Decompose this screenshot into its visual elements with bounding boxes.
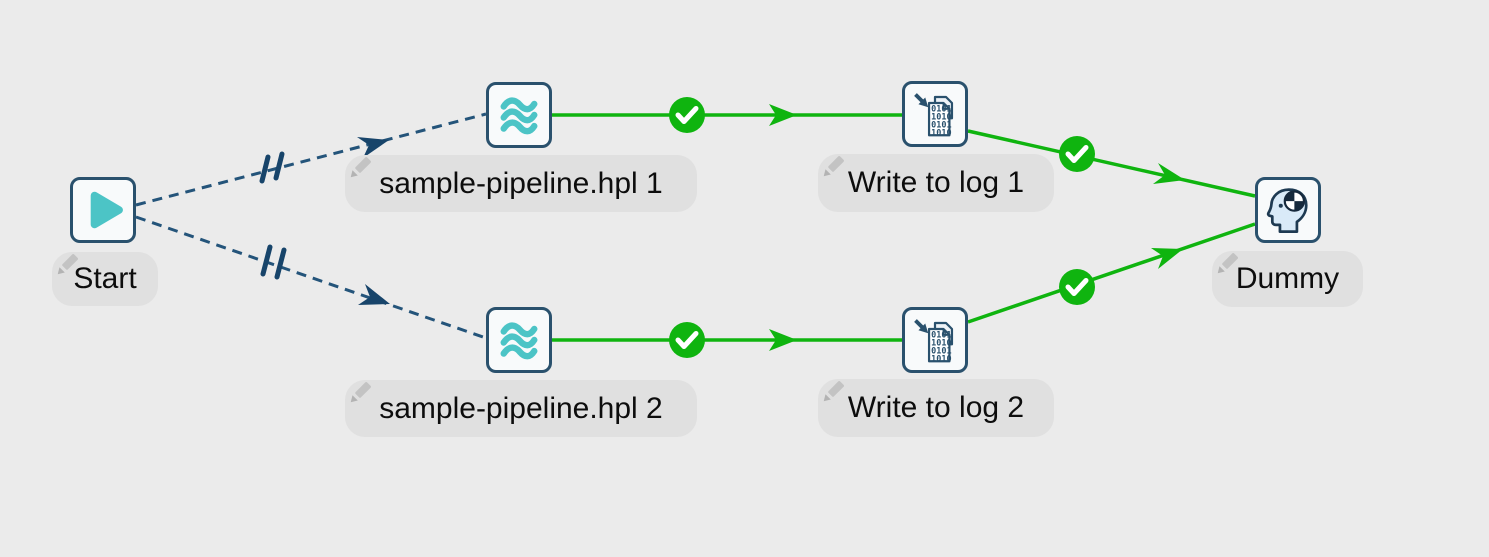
edit-pencil-icon [823,381,844,402]
hop-pipeline-1-to-write-1[interactable] [552,97,902,133]
action-node-pipeline-2[interactable] [486,307,552,373]
svg-text:0101: 0101 [931,120,951,130]
success-checkmark-icon[interactable] [669,97,705,133]
success-checkmark-icon[interactable] [1059,269,1095,305]
edit-pencil-icon [350,157,371,178]
edit-pencil-icon [823,156,844,177]
svg-text:0101: 0101 [931,103,951,113]
parallel-execution-marker [259,151,285,184]
binary-document-icon: 0101 1010 0101 1010 [914,319,954,364]
hop-dashed-line[interactable] [135,112,487,207]
action-node-start[interactable] [70,177,136,243]
hop-write-1-to-dummy[interactable] [967,129,1256,198]
waves-pipeline-icon [500,97,538,135]
arrowhead-icon [357,137,389,158]
action-node-write-to-log-2[interactable]: 0101 1010 0101 1010 [902,307,968,373]
node-label-pipeline-2[interactable]: sample-pipeline.hpl 2 [345,380,697,437]
edit-pencil-icon [57,254,78,275]
svg-text:1010: 1010 [931,354,951,364]
hop-dashed-line[interactable] [135,215,487,340]
node-label-text: Write to log 2 [847,391,1025,424]
svg-text:1010: 1010 [931,112,951,122]
edit-pencil-icon [350,382,371,403]
success-checkmark-icon[interactable] [1059,136,1095,172]
action-node-pipeline-1[interactable] [486,82,552,148]
svg-text:1010: 1010 [931,338,951,348]
action-node-write-to-log-1[interactable]: 0101 1010 0101 1010 [902,81,968,147]
node-label-write-to-log-1[interactable]: Write to log 1 [818,154,1054,212]
head-target-icon [1266,188,1308,233]
node-label-write-to-log-2[interactable]: Write to log 2 [818,379,1054,437]
waves-pipeline-icon [500,322,538,360]
hop-start-to-pipeline-1[interactable] [135,112,487,207]
binary-document-icon: 0101 1010 0101 1010 [914,93,954,138]
success-checkmark-icon[interactable] [669,322,705,358]
hop-start-to-pipeline-2[interactable] [135,215,487,340]
hop-pipeline-2-to-write-2[interactable] [552,322,902,358]
svg-text:1010: 1010 [931,128,951,138]
node-label-text: Write to log 1 [847,166,1025,199]
edit-pencil-icon [1217,253,1238,274]
svg-text:0101: 0101 [931,346,951,356]
hop-green-line[interactable] [967,129,1256,198]
node-label-dummy[interactable]: Dummy [1212,251,1363,307]
action-node-dummy[interactable] [1255,177,1321,243]
parallel-execution-marker [260,244,287,280]
node-label-text: sample-pipeline.hpl 2 [379,391,663,425]
node-label-text: Start [73,262,137,295]
node-label-text: Dummy [1235,262,1340,295]
node-label-text: sample-pipeline.hpl 1 [379,166,663,200]
arrowhead-icon [1151,248,1183,269]
hop-green-line[interactable] [967,222,1256,324]
arrowhead-icon [769,104,797,126]
arrowhead-icon [1153,163,1185,184]
node-label-pipeline-1[interactable]: sample-pipeline.hpl 1 [345,155,697,212]
hop-write-2-to-dummy[interactable] [967,222,1256,324]
node-label-start[interactable]: Start [52,252,158,306]
svg-text:0101: 0101 [931,329,951,339]
arrowhead-icon [769,329,797,351]
play-icon [90,191,123,229]
arrowhead-icon [358,284,390,305]
